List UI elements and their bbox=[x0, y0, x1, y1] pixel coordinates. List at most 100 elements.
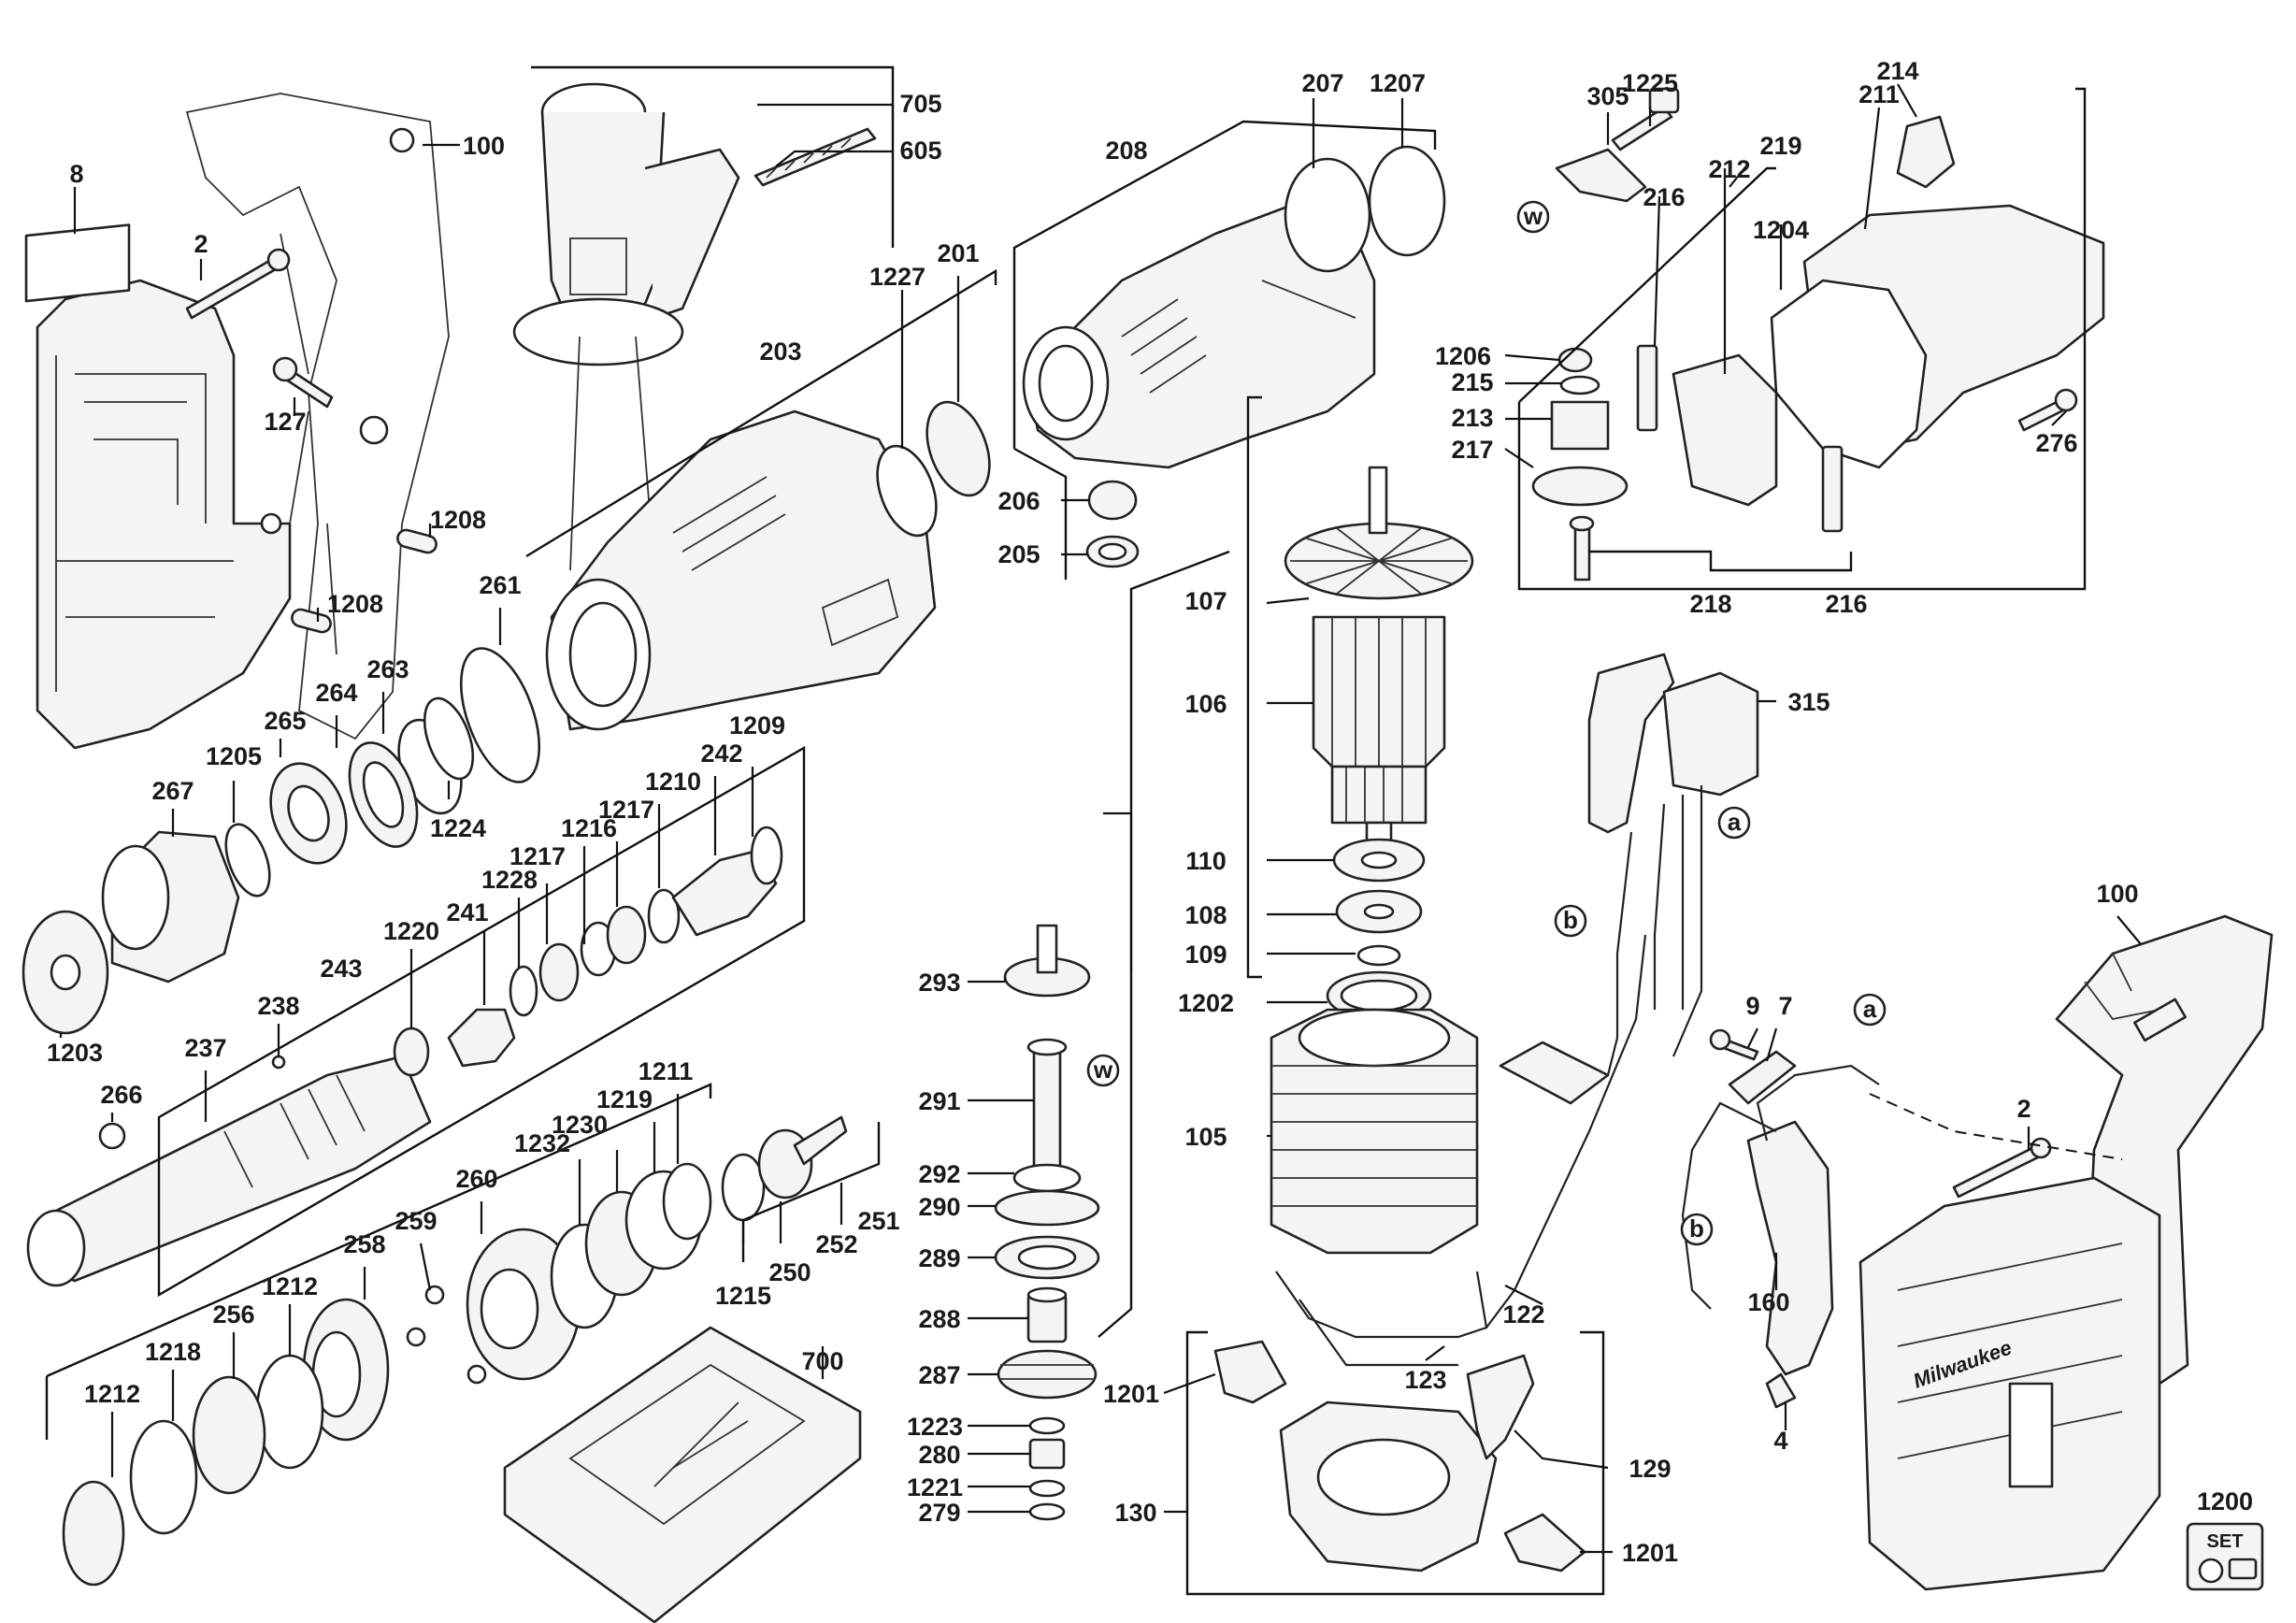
label-1203: 1203 bbox=[47, 1039, 103, 1067]
label-1221: 1221 bbox=[907, 1473, 963, 1501]
label-1216: 1216 bbox=[561, 814, 617, 842]
label-305: 305 bbox=[1586, 82, 1629, 110]
shaft-291 bbox=[1026, 1038, 1068, 1175]
label-219: 219 bbox=[1759, 132, 1801, 160]
label-214: 214 bbox=[1876, 57, 1918, 85]
marker-w2-circle bbox=[1086, 1054, 1120, 1087]
label-1232: 1232 bbox=[514, 1129, 570, 1157]
label-280: 280 bbox=[918, 1441, 960, 1469]
label-1212-b: 1212 bbox=[84, 1380, 140, 1408]
label-251: 251 bbox=[857, 1207, 899, 1235]
label-243: 243 bbox=[320, 955, 362, 983]
screw-218 bbox=[1569, 515, 1595, 582]
marker-a2-circle bbox=[1853, 993, 1887, 1027]
bracket-208b bbox=[1013, 447, 1068, 580]
label-261: 261 bbox=[479, 571, 521, 599]
label-290: 290 bbox=[918, 1193, 960, 1221]
bracket-130 bbox=[1185, 1330, 1605, 1596]
ring-261 bbox=[459, 647, 541, 783]
piston-241 bbox=[447, 1008, 516, 1068]
shaft-293 bbox=[1003, 924, 1091, 998]
label-1230: 1230 bbox=[552, 1111, 608, 1139]
marker-b1: b bbox=[1563, 906, 1578, 934]
shifter-213 bbox=[1550, 400, 1610, 451]
label-1202: 1202 bbox=[1178, 989, 1234, 1017]
ring-215 bbox=[1559, 375, 1600, 395]
dash-right-group bbox=[1869, 1093, 2123, 1160]
ring-1211 bbox=[662, 1162, 712, 1241]
ring-1224 bbox=[423, 697, 475, 781]
label-106: 106 bbox=[1184, 690, 1227, 718]
ball-266 bbox=[98, 1122, 126, 1150]
marker-a2: a bbox=[1863, 995, 1877, 1023]
cap-267 bbox=[101, 830, 240, 984]
sleeve-288 bbox=[1026, 1286, 1068, 1343]
label-242: 242 bbox=[700, 740, 742, 768]
bracket-armature bbox=[1246, 395, 1262, 979]
clip-109 bbox=[1356, 944, 1401, 967]
marker-w2: w bbox=[1093, 1056, 1113, 1084]
label-1211: 1211 bbox=[639, 1057, 694, 1085]
label-216-b: 216 bbox=[1825, 590, 1867, 618]
ring-201 bbox=[926, 400, 991, 497]
bracket-218 bbox=[1589, 550, 1853, 572]
label-264: 264 bbox=[315, 679, 357, 707]
label-258: 258 bbox=[343, 1230, 385, 1258]
label-259: 259 bbox=[395, 1207, 437, 1235]
label-238: 238 bbox=[257, 992, 299, 1020]
ring-292 bbox=[1012, 1163, 1082, 1193]
ring-1218 bbox=[129, 1419, 198, 1535]
label-1223: 1223 bbox=[907, 1413, 963, 1441]
housing-right bbox=[1858, 1176, 2161, 1591]
label-1206: 1206 bbox=[1435, 342, 1491, 370]
label-201: 201 bbox=[937, 239, 979, 267]
label-276: 276 bbox=[2035, 429, 2077, 457]
brush-1201-a bbox=[1213, 1340, 1287, 1404]
bracket-211 bbox=[1517, 87, 2087, 591]
ring-1221 bbox=[1028, 1479, 1066, 1498]
lead-wire-123 bbox=[1299, 1299, 1458, 1367]
bearing-280 bbox=[1028, 1438, 1066, 1470]
label-122: 122 bbox=[1502, 1300, 1544, 1329]
ring-1217-a bbox=[538, 942, 580, 1002]
label-8: 8 bbox=[69, 160, 83, 188]
bracket-gear-group bbox=[45, 1083, 712, 1440]
marker-b2-circle bbox=[1680, 1213, 1714, 1246]
ring-290 bbox=[994, 1189, 1100, 1227]
label-130: 130 bbox=[1114, 1499, 1156, 1527]
label-252: 252 bbox=[815, 1230, 857, 1258]
label-237: 237 bbox=[184, 1034, 226, 1062]
left-housing-half bbox=[36, 93, 450, 750]
label-100-top: 100 bbox=[463, 132, 505, 160]
label-4: 4 bbox=[1773, 1427, 1787, 1455]
ring-1223 bbox=[1028, 1416, 1066, 1435]
label-700: 700 bbox=[801, 1347, 843, 1375]
label-1225: 1225 bbox=[1622, 69, 1678, 97]
ring-1227 bbox=[876, 444, 938, 538]
switch-315 bbox=[1499, 653, 1759, 1105]
label-256: 256 bbox=[212, 1300, 254, 1329]
markers: w w a a b b bbox=[1086, 200, 1887, 1246]
knob-214 bbox=[1896, 115, 1956, 189]
armature-106 bbox=[1312, 615, 1446, 853]
bearing-206 bbox=[1087, 480, 1138, 521]
label-266: 266 bbox=[100, 1081, 142, 1109]
label-7: 7 bbox=[1778, 992, 1792, 1020]
pin-1208-b bbox=[291, 608, 332, 634]
label-263: 263 bbox=[366, 655, 409, 683]
label-129: 129 bbox=[1629, 1455, 1671, 1483]
marker-w1-circle bbox=[1516, 200, 1550, 234]
label-206: 206 bbox=[997, 487, 1040, 515]
label-1219: 1219 bbox=[596, 1085, 653, 1113]
screw-9 bbox=[1709, 1028, 1759, 1061]
label-107: 107 bbox=[1184, 587, 1227, 615]
label-1207: 1207 bbox=[1370, 69, 1426, 97]
label-127: 127 bbox=[264, 408, 306, 436]
label-293: 293 bbox=[918, 969, 960, 997]
ring-1210 bbox=[647, 888, 681, 944]
label-605: 605 bbox=[899, 136, 941, 165]
label-207: 207 bbox=[1301, 69, 1343, 97]
label-291: 291 bbox=[918, 1087, 960, 1115]
brush-1201-b bbox=[1503, 1513, 1586, 1573]
spindle-237 bbox=[26, 1055, 432, 1287]
